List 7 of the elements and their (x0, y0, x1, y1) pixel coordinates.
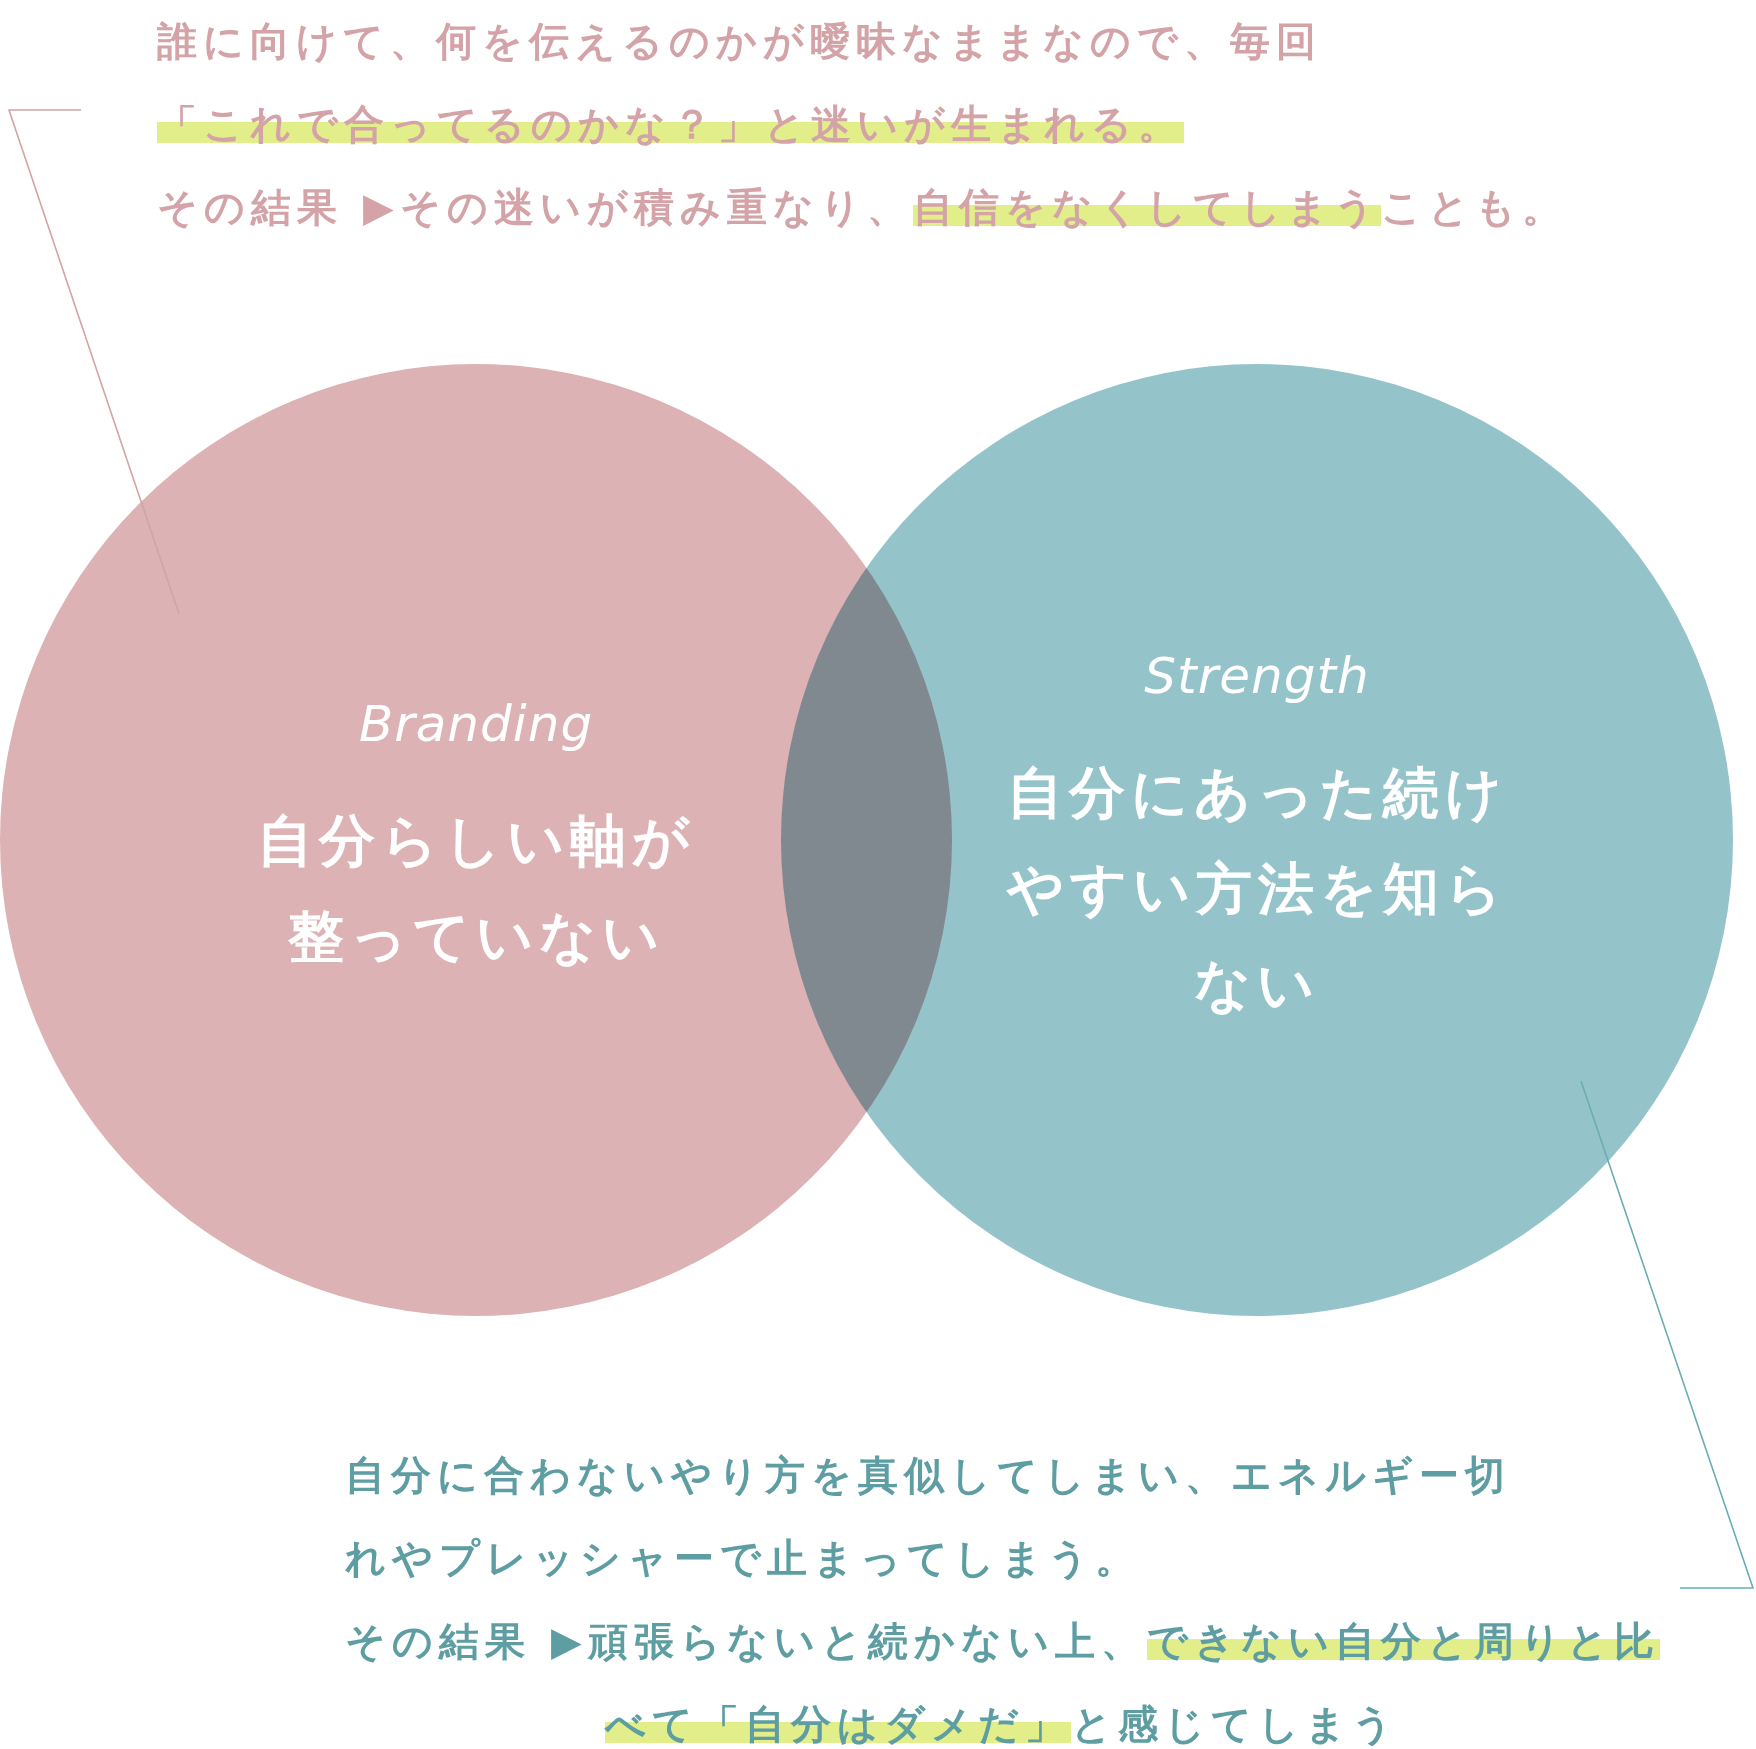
leader-line (7, 109, 180, 615)
leader-line (1580, 1080, 1755, 1589)
circle-label: Branding (358, 695, 594, 753)
circle-text: 自分らしい軸が整っていない (256, 807, 696, 971)
circle-text: 自分にあった続けやすい方法を知らない (1005, 759, 1509, 1019)
circle-label: Strength (1144, 647, 1370, 705)
callout-text: 自分に合わないやり方を真似してしまい、エネルギー切れやプレッシャーで止まってしまう。 (345, 1451, 1512, 1583)
